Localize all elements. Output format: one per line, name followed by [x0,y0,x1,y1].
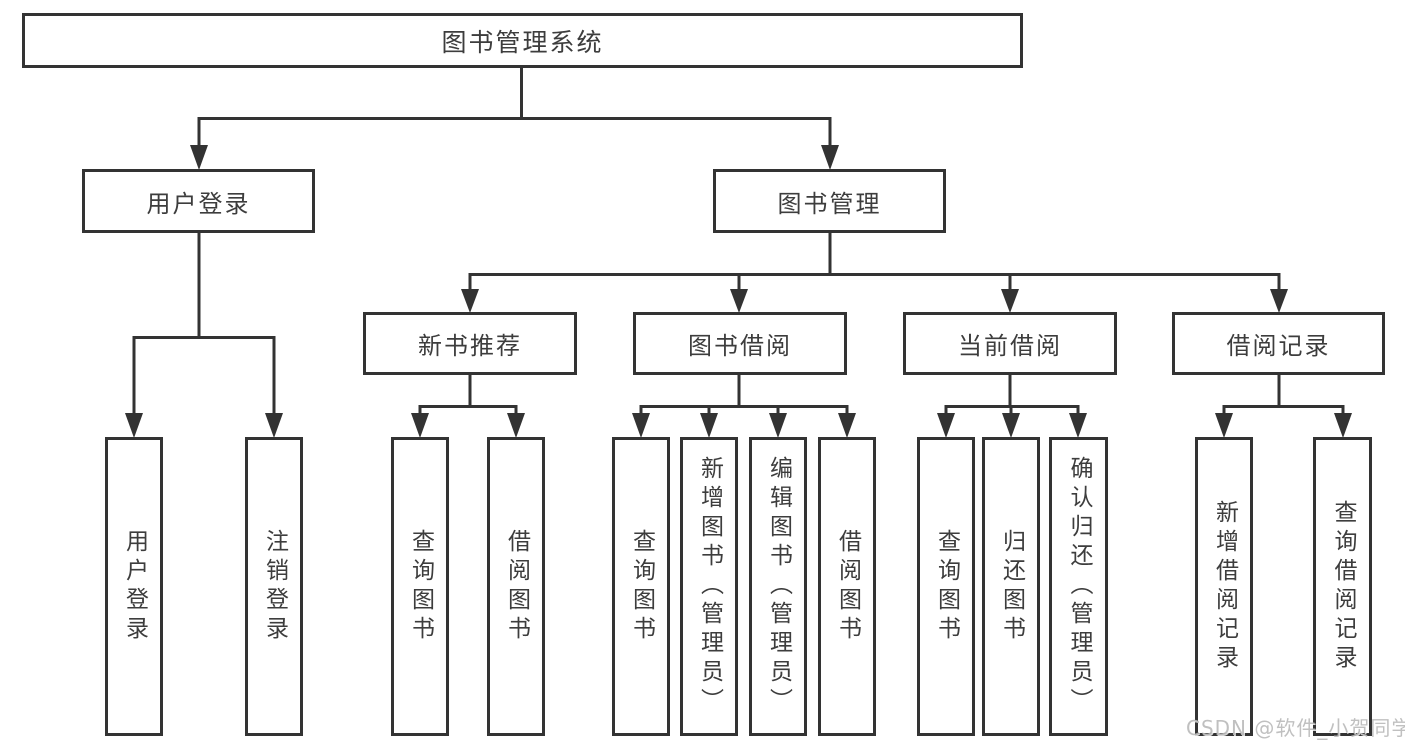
arrow-icon [821,145,839,170]
watermark: CSDN @软件_小贺同学 [1186,716,1405,740]
leaf-add-book-admin: 新增图书（管理员） [680,437,738,736]
arrow-icon [838,413,856,438]
leaf-return-book: 归还图书 [982,437,1040,736]
connector [197,68,832,148]
connector [1222,375,1345,416]
arrow-icon [1215,413,1233,438]
leaf-query-books: 查询图书 [391,437,449,736]
leaf-logout: 注销登录 [245,437,303,736]
connector [639,375,849,416]
arrow-icon [1334,413,1352,438]
arrow-icon [507,413,525,438]
arrow-icon [1002,413,1020,438]
arrow-icon [1069,413,1087,438]
arrow-icon [769,413,787,438]
leaf-borrow-books: 借阅图书 [818,437,876,736]
arrow-icon [1270,289,1288,313]
connector [944,375,1080,416]
arrow-icon [937,413,955,438]
connector [418,375,518,416]
arrow-icon [730,289,748,313]
leaf-query-books: 查询图书 [612,437,670,736]
leaf-add-borrow-record: 新增借阅记录 [1195,437,1253,736]
arrow-icon [190,145,208,170]
leaf-edit-book-admin: 编辑图书（管理员） [749,437,807,736]
node-user-login: 用户登录 [82,169,315,233]
arrow-icon [411,413,429,438]
arrow-icon [632,413,650,438]
arrow-icon [1001,289,1019,313]
node-book-management: 图书管理 [713,169,946,233]
leaf-query-books: 查询图书 [917,437,975,736]
leaf-borrow-books: 借阅图书 [487,437,545,736]
arrow-icon [125,413,143,438]
arrow-icon [461,289,479,313]
arrow-icon [265,413,283,438]
leaf-query-borrow-record: 查询借阅记录 [1313,437,1372,736]
node-root-system: 图书管理系统 [22,13,1023,68]
node-borrow-records: 借阅记录 [1172,312,1385,375]
node-new-book-recommend: 新书推荐 [363,312,577,375]
leaf-confirm-return-admin: 确认归还（管理员） [1049,437,1108,736]
node-book-borrowing: 图书借阅 [633,312,847,375]
leaf-user-login: 用户登录 [105,437,163,736]
connector [468,233,1281,292]
arrow-icon [700,413,718,438]
connector [132,232,276,416]
node-current-borrowing: 当前借阅 [903,312,1117,375]
